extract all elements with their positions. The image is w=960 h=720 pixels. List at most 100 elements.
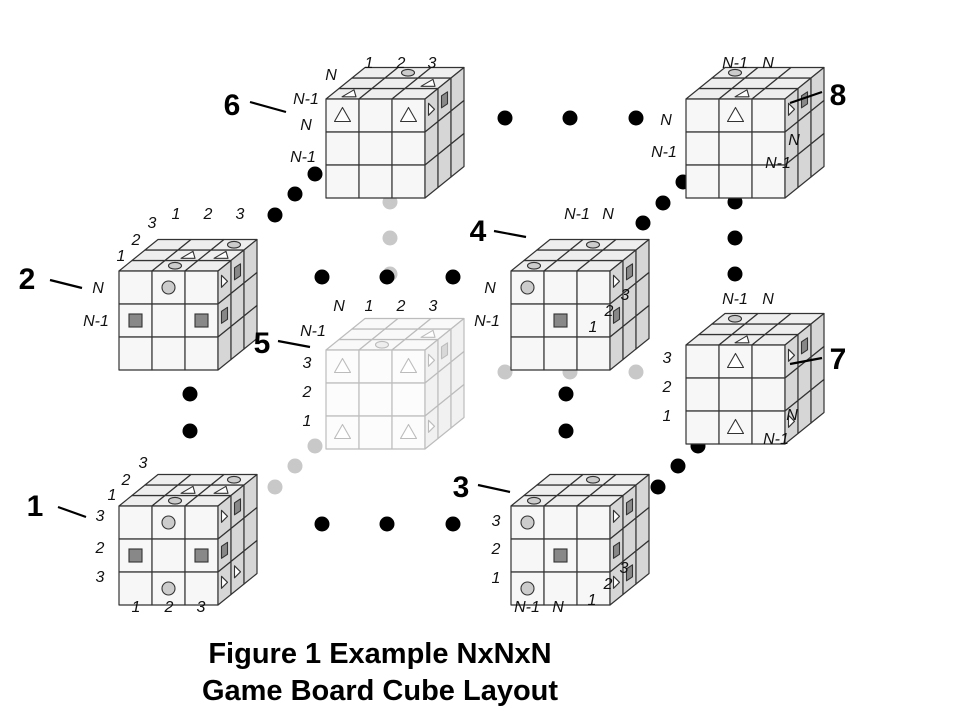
- index-label: N: [92, 280, 104, 297]
- square-marker: [625, 263, 634, 281]
- leader-line: [493, 229, 527, 239]
- connector-dot: [307, 438, 323, 454]
- top-cell: [371, 328, 419, 341]
- front-cell: [718, 131, 753, 166]
- cube-number-2: 2: [19, 263, 36, 296]
- triangle-marker: [427, 102, 436, 116]
- index-label: 2: [662, 379, 672, 396]
- front-cell: [391, 131, 426, 166]
- front-cell: [391, 382, 426, 417]
- leader-line: [57, 505, 87, 519]
- front-cell: [184, 336, 219, 371]
- triangle-marker: [427, 353, 436, 367]
- index-label: 3: [428, 55, 437, 72]
- top-cell: [391, 338, 439, 351]
- front-cell: [358, 415, 393, 450]
- front-cell: [543, 336, 578, 371]
- front-cell: [325, 415, 360, 450]
- front-cell: [118, 336, 153, 371]
- cube-6: [325, 66, 465, 199]
- index-label: N-1: [474, 313, 500, 330]
- circle-marker: [400, 68, 416, 77]
- side-cell: [450, 383, 465, 429]
- index-label: 3: [197, 599, 206, 616]
- connector-dot: [558, 386, 574, 402]
- cube-number-7: 7: [830, 343, 847, 376]
- index-label: 3: [148, 215, 157, 232]
- leader-line: [49, 278, 83, 290]
- index-label: 2: [396, 298, 406, 315]
- index-label: 3: [663, 350, 672, 367]
- front-cell: [151, 303, 186, 338]
- circle-marker: [161, 515, 176, 530]
- top-cell: [358, 338, 406, 351]
- front-cell: [118, 270, 153, 305]
- cube-number-3: 3: [453, 471, 470, 504]
- connector-dot: [655, 195, 671, 211]
- index-label: N-1: [290, 149, 316, 166]
- triangle-marker: [612, 274, 621, 288]
- square-marker: [194, 548, 209, 563]
- circle-marker: [226, 475, 242, 484]
- connector-dot: [635, 215, 651, 231]
- leader-line: [789, 90, 823, 105]
- cube-number-6: 6: [224, 89, 241, 122]
- connector-dot: [558, 423, 574, 439]
- circle-marker: [226, 240, 242, 249]
- connector-dot: [287, 186, 303, 202]
- front-cell: [510, 303, 545, 338]
- front-cell: [685, 344, 720, 379]
- index-label: 2: [131, 232, 141, 249]
- front-cell: [151, 336, 186, 371]
- index-label: N: [300, 117, 312, 134]
- circle-marker: [161, 280, 176, 295]
- index-label: 3: [429, 298, 438, 315]
- index-label: 3: [236, 206, 245, 223]
- triangle-marker: [180, 250, 196, 259]
- figure-caption-line-2: Game Board Cube Layout: [201, 675, 559, 707]
- front-cell: [543, 505, 578, 540]
- leader-line: [277, 339, 311, 349]
- index-label: N-1: [763, 431, 789, 448]
- triangle-marker: [734, 89, 750, 98]
- index-label: N: [786, 407, 798, 424]
- index-label: 1: [365, 55, 374, 72]
- side-cell: [243, 539, 258, 585]
- side-cell: [437, 394, 452, 440]
- square-marker: [233, 498, 242, 516]
- side-cell: [635, 304, 650, 350]
- circle-marker: [374, 340, 390, 349]
- index-label: N: [762, 55, 774, 72]
- front-cell: [576, 538, 611, 573]
- front-cell: [751, 344, 786, 379]
- index-label: N-1: [651, 144, 677, 161]
- index-label: 2: [164, 599, 174, 616]
- square-marker: [128, 548, 143, 563]
- connector-dot: [628, 364, 644, 380]
- index-label: 1: [365, 298, 374, 315]
- square-marker: [440, 91, 449, 109]
- square-marker: [625, 498, 634, 516]
- circle-marker: [161, 581, 176, 596]
- square-marker: [553, 313, 568, 328]
- index-label: 2: [302, 384, 312, 401]
- connector-dot: [287, 458, 303, 474]
- index-label: N-1: [722, 291, 748, 308]
- triangle-marker: [787, 348, 796, 362]
- square-marker: [612, 306, 621, 324]
- triangle-marker: [734, 335, 750, 344]
- index-label: 2: [491, 541, 501, 558]
- index-label: 1: [303, 413, 312, 430]
- circle-marker: [727, 68, 743, 77]
- triangle-marker: [787, 102, 796, 116]
- connector-dot: [382, 230, 398, 246]
- connector-dot: [650, 479, 666, 495]
- side-cell: [424, 338, 439, 384]
- triangle-marker: [233, 565, 242, 579]
- connector-dot: [379, 516, 395, 532]
- triangle-marker: [726, 418, 745, 435]
- cube-8: [685, 66, 825, 199]
- front-cell: [358, 164, 393, 199]
- front-cell: [685, 131, 720, 166]
